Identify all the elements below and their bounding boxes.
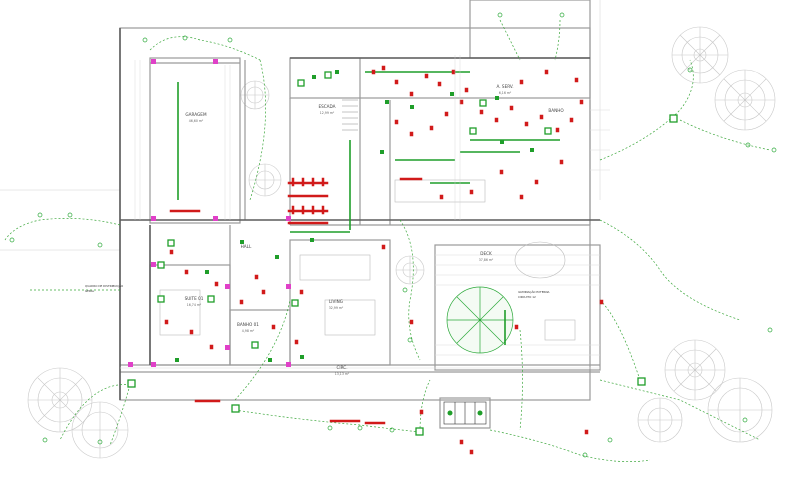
tree-symbol	[671, 26, 729, 84]
room-area-circ: 13,13 m²	[335, 372, 350, 376]
room-label-circ: CIRC.	[336, 365, 347, 370]
light-point-symbol	[167, 239, 175, 247]
light-point-symbol	[231, 404, 240, 413]
room-area-living: 32,99 m²	[329, 306, 344, 310]
outlet-symbol	[164, 159, 604, 455]
room-label-banho-01: BANHO 01	[237, 322, 259, 327]
note-distribution-board: QUADRO DE DISTRIBUIÇÃO	[85, 283, 124, 288]
stair-treads	[342, 99, 358, 131]
light-point-symbol	[207, 295, 215, 303]
light-point-symbol	[324, 71, 332, 79]
room-labels: GARAGEM 46,60 m² ESCADA 12,99 m² A. SERV…	[185, 84, 565, 376]
room-label-suite: SUITE 01	[185, 296, 204, 301]
note-external-lighting-sub: CIRCUITO 12	[518, 295, 536, 299]
switch-symbol	[169, 177, 423, 425]
room-area-a-serv: 6,16 m²	[499, 91, 512, 95]
room-label-living: LIVING	[329, 299, 343, 304]
spiral-stair	[446, 286, 514, 354]
note-external-lighting: ILUMINAÇÃO EXTERNA	[518, 289, 550, 294]
electrical-devices	[164, 65, 604, 455]
tree-symbol	[240, 80, 270, 110]
light-point-symbol	[669, 114, 678, 123]
structural-columns	[128, 59, 291, 367]
tree-symbol	[71, 401, 129, 459]
structural-walls	[119, 28, 600, 400]
room-area-suite: 16,74 m²	[187, 303, 202, 307]
light-points	[127, 71, 678, 436]
room-label-a-serv: A. SERV.	[496, 84, 513, 89]
light-point-symbol	[251, 341, 259, 349]
tree-symbol	[395, 255, 425, 285]
room-area-banho-01: 4,98 m²	[242, 329, 255, 333]
tree-symbol	[637, 397, 683, 443]
light-point-symbol	[127, 379, 136, 388]
garage-hatch	[134, 55, 461, 220]
distribution-board-symbol	[443, 401, 487, 425]
light-point-symbol	[415, 427, 424, 436]
ceiling-lights	[9, 12, 777, 458]
landscape-trees	[27, 26, 776, 459]
site-reference-lines	[0, 0, 601, 251]
room-area-deck: 37,86 m²	[479, 258, 494, 262]
room-label-garage: GARAGEM	[185, 112, 207, 117]
wiring-paths	[4, 19, 771, 463]
tree-symbol	[664, 339, 726, 401]
building-walls	[119, 0, 601, 429]
room-area-garage: 46,60 m²	[189, 119, 204, 123]
room-label-deck: DECK	[480, 251, 492, 256]
tree-symbol	[248, 163, 282, 197]
deck-hatch	[120, 109, 610, 369]
device-clusters	[175, 70, 534, 362]
annotations: QUADRO DE DISTRIBUIÇÃO GERAL ILUMINAÇÃO …	[85, 283, 550, 299]
light-point-symbol	[544, 127, 552, 135]
outlet-symbol	[371, 65, 584, 137]
light-point-symbol	[469, 127, 477, 135]
room-label-banho: BANHO	[548, 108, 564, 113]
light-point-symbol	[157, 295, 165, 303]
light-point-symbol	[297, 79, 305, 87]
light-point-symbol	[291, 299, 299, 307]
room-label-hall: HALL	[241, 244, 252, 249]
light-point-symbol	[479, 99, 487, 107]
room-label-escada: ESCADA	[318, 104, 335, 109]
tree-symbol	[714, 69, 776, 131]
furniture	[159, 179, 576, 341]
light-point-symbol	[637, 377, 646, 386]
room-area-escada: 12,99 m²	[320, 111, 335, 115]
note-distribution-board-sub: GERAL	[85, 289, 95, 293]
conduit-runs	[177, 71, 560, 345]
tree-symbol	[707, 377, 773, 443]
light-point-symbol	[157, 261, 165, 269]
tree-symbol	[27, 367, 93, 433]
